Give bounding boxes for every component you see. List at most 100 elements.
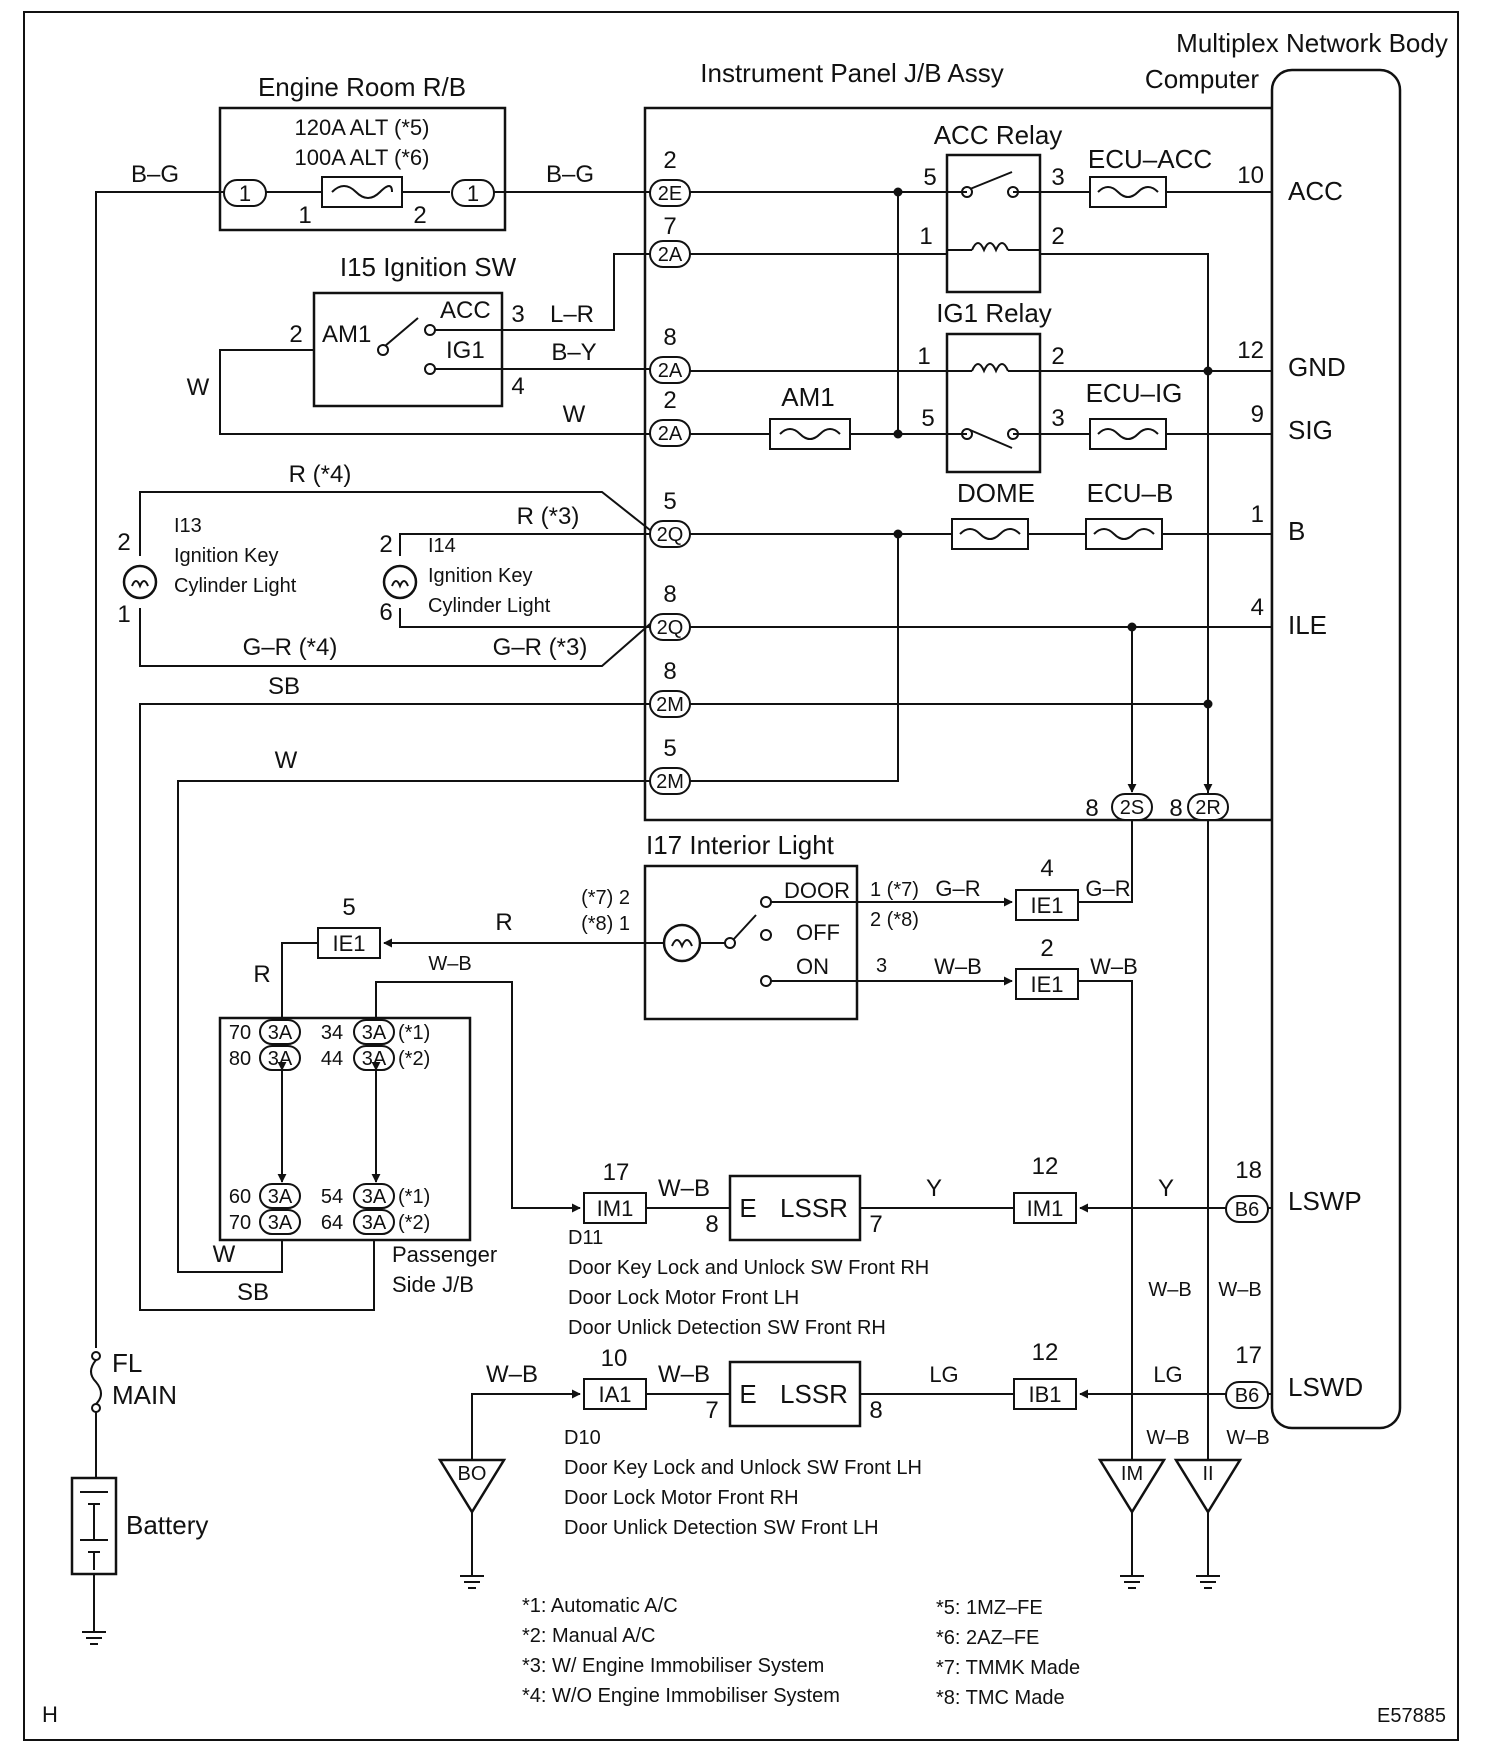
i13-label-1: Ignition Key bbox=[174, 545, 279, 567]
i13-label-2: Cylinder Light bbox=[174, 575, 297, 597]
fl-label: FL bbox=[112, 1348, 142, 1378]
wire-wb-ie1-label: W–B bbox=[1090, 954, 1138, 979]
ecu-pin-gnd: 12 bbox=[1237, 337, 1264, 364]
ign-acc-contact bbox=[424, 324, 436, 336]
d10-id: D10 bbox=[564, 1427, 601, 1449]
wire-w-2m5 bbox=[177, 780, 650, 1273]
ground-ii-label: II bbox=[1202, 1463, 1213, 1485]
connector-3a-34 bbox=[353, 1019, 395, 1045]
battery-ground-symbol bbox=[82, 1631, 106, 1645]
d11-pin-8: 8 bbox=[705, 1211, 718, 1238]
connector-3a-54 bbox=[353, 1183, 395, 1209]
ig1-relay-pin1: 1 bbox=[917, 343, 930, 370]
wire-bg-label-right: B–G bbox=[546, 161, 594, 188]
d10-pin-8: 8 bbox=[869, 1397, 882, 1424]
connector-ie1-5 bbox=[317, 927, 381, 959]
wire-wb-im1-label: W–B bbox=[658, 1175, 710, 1202]
am1-fuse bbox=[769, 418, 851, 450]
interior-lamp-pin-7: (*7) 2 bbox=[581, 887, 630, 909]
pin-ie1-2: 2 bbox=[1040, 935, 1053, 962]
connector-ia1-label: IA1 bbox=[598, 1382, 631, 1407]
ground-bo-triangle bbox=[437, 1458, 507, 1515]
i14-pin-2: 2 bbox=[379, 531, 392, 558]
pin-ia1-10: 10 bbox=[601, 1345, 628, 1372]
interior-lamp bbox=[662, 923, 702, 963]
d10-label-3: Door Unlick Detection SW Front LH bbox=[564, 1517, 879, 1539]
wire-sb-label-bottom: SB bbox=[237, 1279, 269, 1306]
ign-acc-label: ACC bbox=[440, 297, 491, 324]
ecu-ig-fuse-element bbox=[1097, 428, 1159, 440]
acc-relay-pin1: 1 bbox=[919, 223, 932, 250]
connector-b6-18-label: B6 bbox=[1235, 1199, 1259, 1221]
connector-2a-8-label: 2A bbox=[658, 360, 683, 382]
wire-y-label-left: Y bbox=[926, 1175, 942, 1202]
wire-w-am1 bbox=[219, 349, 650, 435]
pin-3a-44-note: (*2) bbox=[398, 1048, 430, 1070]
passenger-jb-label-2: Side J/B bbox=[392, 1272, 474, 1297]
mpx-body-computer-box bbox=[1270, 68, 1402, 1430]
ecu-term-ile: ILE bbox=[1288, 610, 1327, 640]
interior-light-title: I17 Interior Light bbox=[646, 830, 835, 860]
i13-pin-2: 2 bbox=[117, 529, 130, 556]
passenger-side-jb-box bbox=[218, 1016, 472, 1242]
alt-fuse-element bbox=[331, 185, 393, 199]
pin-3a-44: 44 bbox=[321, 1048, 343, 1070]
ig1-relay-pin2: 2 bbox=[1051, 343, 1064, 370]
d10-pin-7: 7 bbox=[705, 1397, 718, 1424]
interior-lamp-pin-8: (*8) 1 bbox=[581, 913, 630, 935]
i14-lamp-filament bbox=[391, 580, 409, 589]
connector-im1-12-label: IM1 bbox=[1027, 1196, 1064, 1221]
wire-wb-bo-to-ia1 bbox=[471, 1389, 581, 1470]
connector-3a-54-label: 3A bbox=[362, 1186, 387, 1208]
interior-sw-on bbox=[760, 975, 772, 987]
connector-b6-17-label: B6 bbox=[1235, 1385, 1259, 1407]
connector-3a-44-label: 3A bbox=[362, 1048, 387, 1070]
alt-pin-1: 1 bbox=[298, 202, 311, 229]
pin-ib1-12: 12 bbox=[1032, 1339, 1059, 1366]
connector-2q-5-label: 2Q bbox=[657, 524, 684, 546]
d10-lssr-label: LSSR bbox=[780, 1379, 848, 1409]
connector-ie1-2 bbox=[1015, 968, 1079, 1000]
connector-2a-2-label: 2A bbox=[658, 423, 683, 445]
fl-main-fusible-link bbox=[90, 1359, 102, 1405]
wire-r-3a-label: R bbox=[253, 961, 270, 988]
interior-sw-off bbox=[760, 929, 772, 941]
connector-3a-70-bottom bbox=[259, 1209, 301, 1235]
passenger-jb-label-1: Passenger bbox=[392, 1242, 497, 1267]
wire-w-2m5-label-bottom: W bbox=[213, 1241, 236, 1268]
ground-bo-symbol bbox=[460, 1575, 484, 1589]
note-4: *4: W/O Engine Immobiliser System bbox=[522, 1685, 840, 1707]
pin-2m-5: 5 bbox=[663, 735, 676, 762]
alt-pin-2: 2 bbox=[413, 202, 426, 229]
wire-wb-bo-label: W–B bbox=[486, 1361, 538, 1388]
ecu-ig-fuse-label: ECU–IG bbox=[1086, 378, 1183, 408]
pin-3a-60: 60 bbox=[229, 1186, 251, 1208]
interior-on-label: ON bbox=[796, 954, 829, 979]
pin-2e-2: 2 bbox=[663, 147, 676, 174]
connector-3a-34-label: 3A bbox=[362, 1022, 387, 1044]
connector-2s-label: 2S bbox=[1120, 797, 1144, 819]
pin-3a-64-note: (*2) bbox=[398, 1212, 430, 1234]
mpx-title-line1: Multiplex Network Body bbox=[1176, 28, 1448, 58]
connector-3a-70-top bbox=[259, 1019, 301, 1045]
ign-ig1-label: IG1 bbox=[446, 337, 485, 364]
wire-dome-bus-to-2m5 bbox=[690, 534, 899, 782]
ig1-relay-box bbox=[945, 332, 1042, 474]
wire-lg-label-left: LG bbox=[929, 1362, 958, 1387]
acc-relay-box bbox=[945, 153, 1042, 294]
pin-ie1-4: 4 bbox=[1040, 855, 1053, 882]
acc-relay-pin2: 2 bbox=[1051, 223, 1064, 250]
wire-r3 bbox=[399, 533, 650, 556]
wire-wb-im-label-2: W–B bbox=[1146, 1427, 1189, 1449]
junction-2e bbox=[893, 187, 903, 197]
wire-gr-2s-label: G–R bbox=[1085, 876, 1130, 901]
note-3: *3: W/ Engine Immobiliser System bbox=[522, 1655, 824, 1677]
wire-by-label: B–Y bbox=[551, 339, 596, 366]
outer-frame bbox=[23, 11, 1459, 1741]
connector-3a-70-top-label: 3A bbox=[268, 1022, 293, 1044]
ecu-pin-b: 1 bbox=[1251, 501, 1264, 528]
connector-ie1-5-label: IE1 bbox=[332, 931, 365, 956]
fl-main-terminal-bottom bbox=[91, 1403, 101, 1413]
figure-code: E57885 bbox=[1377, 1705, 1446, 1727]
